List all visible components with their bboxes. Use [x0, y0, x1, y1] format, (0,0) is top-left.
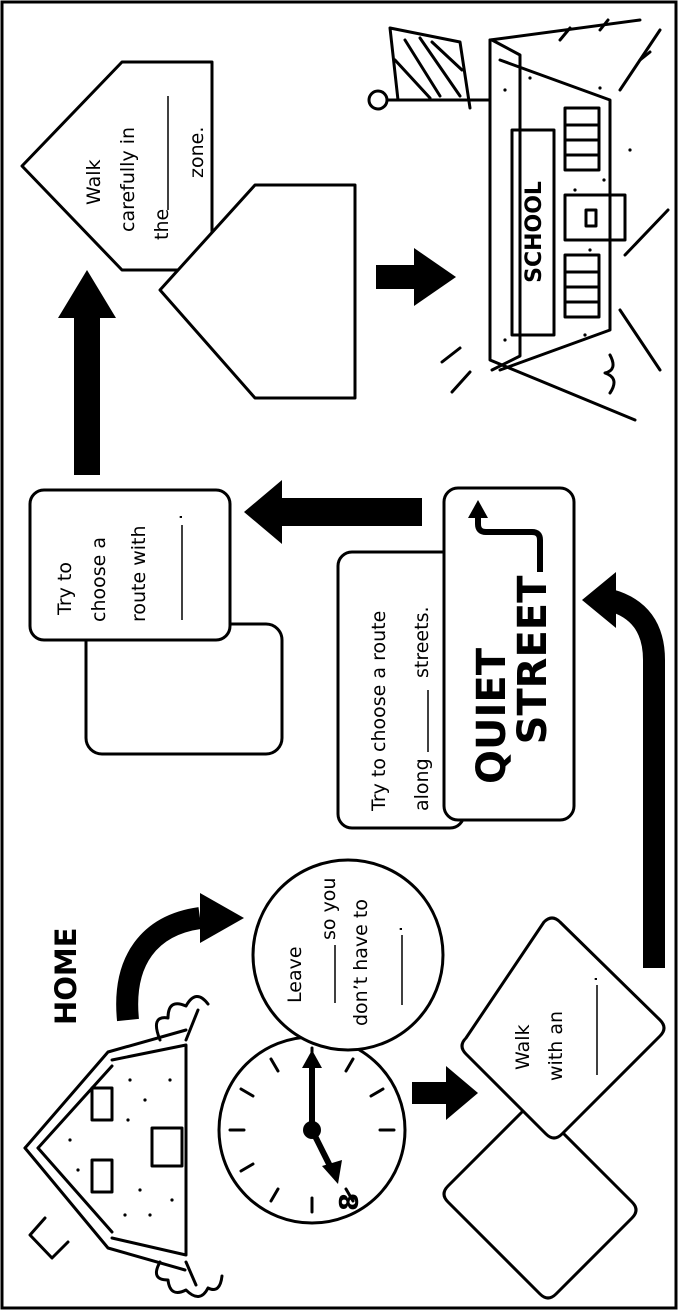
- walk-suffix: .: [580, 976, 602, 982]
- home-label: HOME: [49, 927, 83, 1025]
- clock-number-label: 8: [335, 1193, 365, 1211]
- leave-line1: Leave: [284, 946, 306, 1003]
- arrow-zone-to-school: [376, 248, 456, 306]
- zone-line2: carefully in: [117, 127, 139, 232]
- leave-line4-suffix: .: [385, 926, 407, 932]
- quiet-street-line1: QUIET: [469, 647, 515, 784]
- quiet-line1: Try to choose a route: [368, 611, 390, 812]
- house-illustration: [23, 995, 224, 1298]
- walk-adult-card: Walk with an .: [460, 916, 666, 1140]
- clock-icon: [217, 1035, 407, 1225]
- arrow-walk-to-quiet-street: [582, 572, 665, 968]
- quiet-street-line2: STREET: [510, 575, 556, 745]
- zone-line4: zone.: [186, 127, 208, 178]
- crossing-route-card: Try to choose a route with .: [28, 488, 232, 642]
- arrow-quiet-to-crossing: [244, 480, 422, 544]
- school-zone-card-back: [158, 183, 357, 400]
- crossing-route-card-back: [84, 622, 284, 756]
- crossing-suffix: .: [165, 514, 187, 520]
- crossing-line2: choose a: [88, 537, 110, 622]
- crossing-line1: Try to: [54, 562, 76, 616]
- school-zone-card: Walk carefully in the zone.: [20, 60, 214, 272]
- house-speckles: [68, 1078, 174, 1217]
- school-illustration: [367, 18, 670, 422]
- arrow-home-to-leave: [116, 893, 244, 1022]
- school-label: SCHOOL: [522, 181, 547, 283]
- quiet-route-card: Try to choose a route along streets.: [336, 550, 466, 830]
- crossing-line3: route with: [128, 525, 150, 622]
- quiet-street-sign: QUIET STREET: [442, 486, 576, 822]
- quiet-line2-prefix: along: [411, 758, 433, 811]
- arrow-crossing-to-zone: [58, 270, 116, 475]
- walk-line1: Walk: [512, 1025, 534, 1071]
- arrow-clock-to-walk: [412, 1066, 478, 1120]
- turn-arrow-icon: [475, 512, 543, 572]
- walk-adult-card-back: [442, 1104, 638, 1300]
- quiet-line2-suffix: streets.: [411, 606, 433, 678]
- leave-on-time-card: Leave so you don’t have to .: [251, 858, 445, 1052]
- zone-line1: Walk: [83, 160, 105, 206]
- leave-line2: so you: [318, 878, 340, 940]
- school-speckles: [503, 76, 632, 342]
- leave-line3: don’t have to: [350, 899, 372, 1026]
- walk-line2: with an: [545, 1011, 567, 1081]
- zone-line3-prefix: the: [151, 209, 173, 240]
